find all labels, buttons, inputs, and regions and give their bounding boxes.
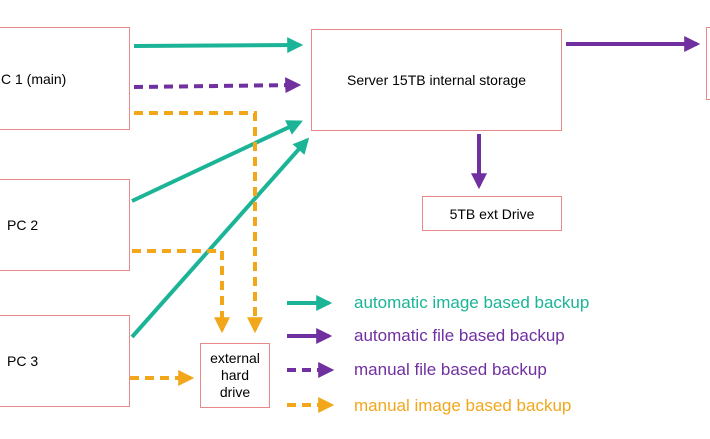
legend-automatic-file-label: automatic file based backup [354, 326, 565, 345]
edge-pc1-to-server-manual [133, 77, 302, 94]
node-external-hard-drive: external hard drive [200, 343, 270, 408]
node-offscreen-target [706, 27, 710, 100]
edge-pc3-to-server [130, 137, 310, 339]
edge-pc2-to-external-hdd [132, 249, 230, 334]
node-5tb-ext-drive-label: 5TB ext Drive [449, 205, 535, 222]
legend-manual-file-label: manual file based backup [354, 360, 547, 379]
node-server: Server 15TB internal storage [311, 29, 562, 131]
edge-pc1-to-external-hdd [134, 111, 263, 334]
node-pc3: PC 3 [0, 315, 130, 407]
node-pc2: PC 2 [0, 179, 130, 271]
edge-pc1-to-server [133, 37, 304, 54]
node-external-hard-drive-label: external hard drive [210, 350, 260, 400]
node-pc1: C 1 (main) [0, 27, 130, 130]
node-pc2-label: PC 2 [7, 217, 39, 233]
edge-pc2-to-server [131, 120, 303, 203]
node-server-label: Server 15TB internal storage [347, 72, 526, 88]
legend-automatic-image-label: automatic image based backup [354, 293, 590, 312]
node-5tb-ext-drive: 5TB ext Drive [422, 196, 562, 231]
node-pc3-label: PC 3 [7, 353, 39, 369]
legend-manual-image-label: manual image based backup [354, 396, 572, 415]
node-pc1-label: C 1 (main) [1, 70, 67, 87]
